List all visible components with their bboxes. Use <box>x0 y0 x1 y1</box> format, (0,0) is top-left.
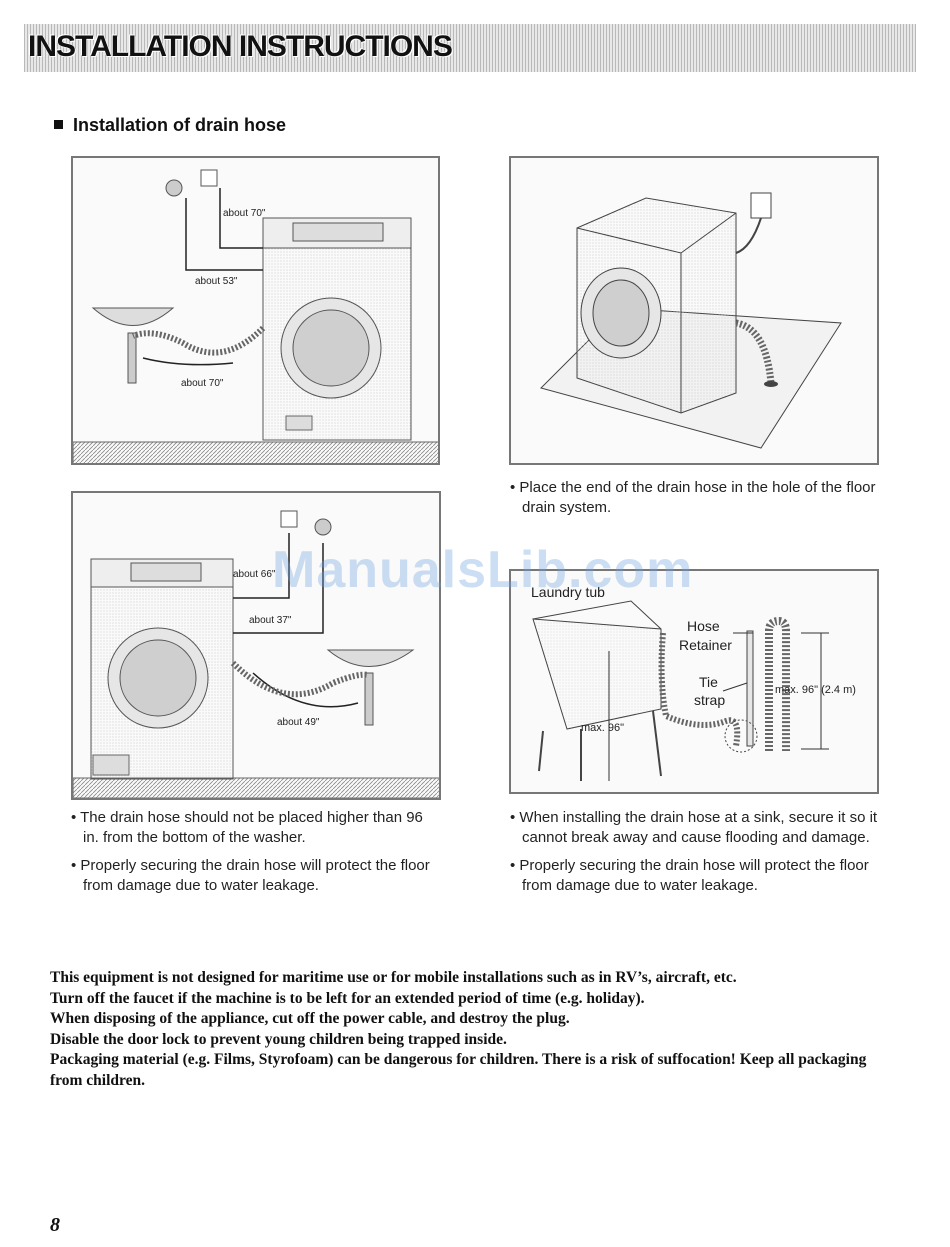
caption-laundry-tub-line-2: • Properly securing the drain hose will … <box>510 857 869 894</box>
fig3-label-bottom: about 49" <box>277 717 320 728</box>
fig1-label-mid: about 53" <box>195 276 238 287</box>
square-bullet-icon <box>54 120 63 129</box>
warning-line-4: Disable the door lock to prevent young c… <box>50 1030 507 1048</box>
page-number: 8 <box>50 1214 60 1236</box>
fig4-label-tie: Tie <box>699 674 718 690</box>
caption-sink-height: • The drain hose should not be placed hi… <box>71 808 441 904</box>
fig4-label-retainer: Retainer <box>679 637 732 653</box>
fig3-label-top: about 66" <box>233 569 276 580</box>
warning-line-2: Turn off the faucet if the machine is to… <box>50 989 645 1007</box>
figure-floor-drain <box>509 156 879 465</box>
fig1-label-top: about 70" <box>223 208 266 219</box>
figure-laundry-tub: max. 96" Laundry tub Hose Retainer Tie s… <box>509 569 879 794</box>
fig4-label-strap: strap <box>694 692 725 708</box>
warning-line-5: Packaging material (e.g. Films, Styrofoa… <box>50 1051 867 1089</box>
fig4-label-max-left: max. 96" <box>581 722 624 734</box>
header-band <box>24 24 916 72</box>
figure-sink-left-drawing: about 70" about 53" about 70" <box>73 169 438 463</box>
caption-laundry-tub: • When installing the drain hose at a si… <box>510 808 880 904</box>
caption-floor-drain-line: • Place the end of the drain hose in the… <box>510 479 876 516</box>
figure-laundry-tub-drawing: max. 96" Laundry tub Hose Retainer Tie s… <box>531 584 856 781</box>
warnings-block: This equipment is not designed for marit… <box>50 968 880 1092</box>
caption-sink-height-line-1: • The drain hose should not be placed hi… <box>71 809 423 846</box>
figure-sink-left: about 70" about 53" about 70" <box>71 156 440 465</box>
figure-sink-right: about 66" about 37" about 49" <box>71 491 441 800</box>
caption-laundry-tub-line-1: • When installing the drain hose at a si… <box>510 809 878 846</box>
figure-sink-right-drawing: about 66" about 37" about 49" <box>73 510 439 798</box>
fig4-label-laundry-tub: Laundry tub <box>531 584 605 600</box>
caption-sink-height-line-2: • Properly securing the drain hose will … <box>71 857 430 894</box>
section-heading: Installation of drain hose <box>54 115 286 136</box>
fig4-label-max-right: max. 96" (2.4 m) <box>775 684 856 696</box>
section-heading-text: Installation of drain hose <box>73 115 287 135</box>
warning-line-3: When disposing of the appliance, cut off… <box>50 1010 570 1028</box>
warning-line-1: This equipment is not designed for marit… <box>50 969 737 986</box>
fig1-label-bottom: about 70" <box>181 378 224 389</box>
fig4-label-hose: Hose <box>687 618 720 634</box>
fig3-label-mid: about 37" <box>249 615 292 626</box>
caption-floor-drain: • Place the end of the drain hose in the… <box>510 478 880 526</box>
figure-floor-drain-drawing <box>540 192 842 449</box>
page-title: INSTALLATION INSTRUCTIONS <box>28 30 453 63</box>
